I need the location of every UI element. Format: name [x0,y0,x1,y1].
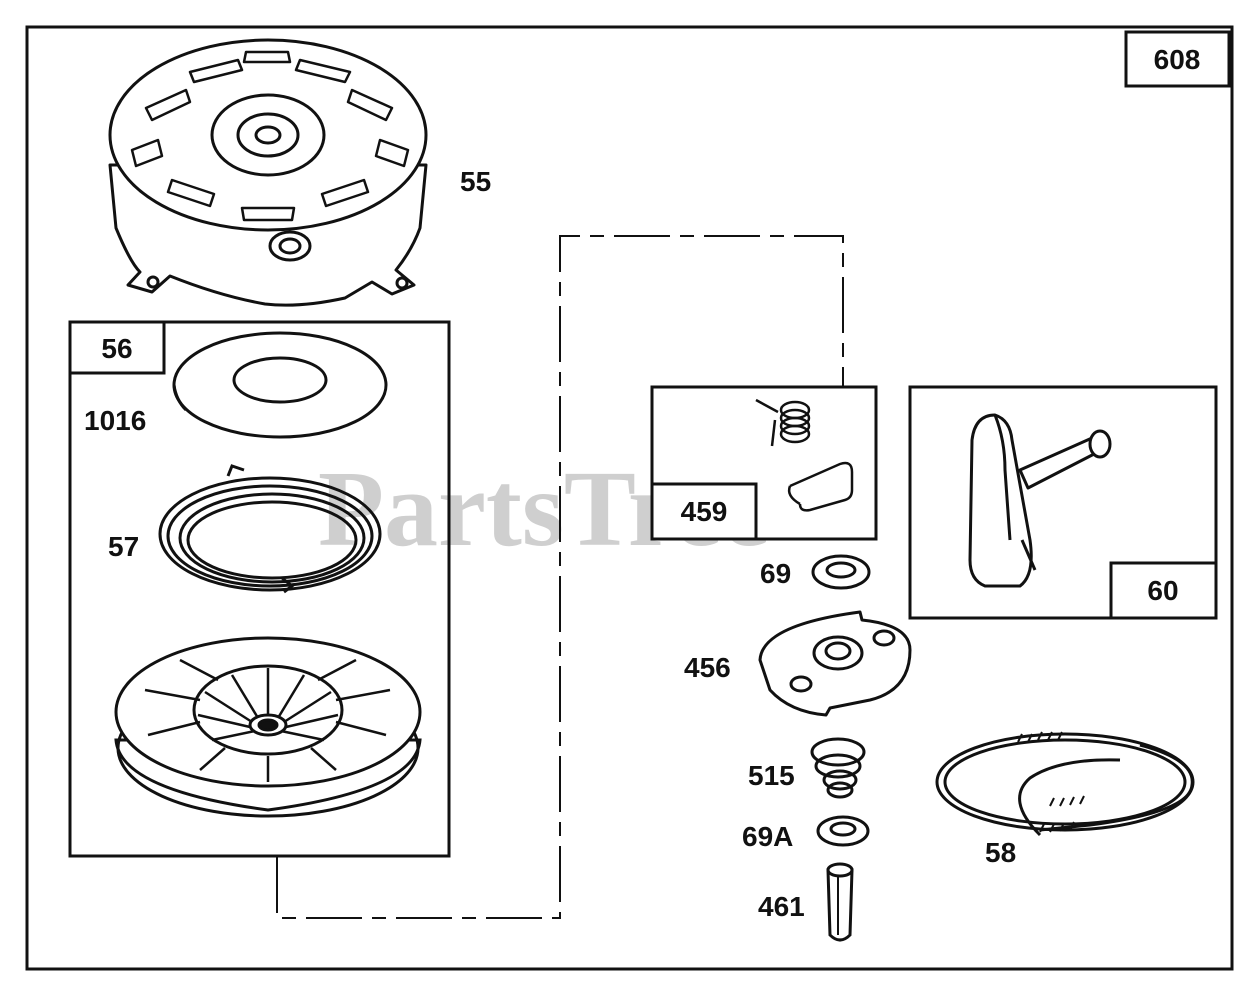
washer-69a-drawing [816,815,870,847]
label-58[interactable]: 58 [985,837,1016,868]
label-1016[interactable]: 1016 [84,405,146,436]
handle-label-box [1109,561,1218,620]
pulley-drawing [114,636,422,818]
spring-57-drawing [158,464,382,594]
spring-kit-drawing [755,398,854,512]
assembly-label-box [1124,30,1231,88]
label-461[interactable]: 461 [758,891,805,922]
pin-461-drawing [826,862,854,942]
spring-515-drawing [810,737,866,799]
connector-line [276,235,844,919]
washer-69-drawing [811,554,871,590]
assembly-frame [25,25,1234,971]
washer-1016-drawing [172,331,388,439]
spring-kit-label-box [650,482,758,541]
handle-drawing [968,413,1112,588]
spring-kit-box [650,385,878,541]
rope-58-drawing [935,731,1195,837]
label-57[interactable]: 57 [108,531,139,562]
label-515[interactable]: 515 [748,760,795,791]
label-608[interactable]: 608 [1154,44,1201,75]
label-55[interactable]: 55 [460,166,491,197]
retainer-456-drawing [758,610,912,717]
label-459[interactable]: 459 [681,496,728,527]
label-69a[interactable]: 69A [742,821,793,852]
label-60[interactable]: 60 [1147,575,1178,606]
pulley-kit-label-box [68,320,166,375]
label-56[interactable]: 56 [101,333,132,364]
pulley-kit-box [68,320,451,858]
label-69[interactable]: 69 [760,558,791,589]
label-456[interactable]: 456 [684,652,731,683]
starter-cover-drawing [108,38,428,307]
